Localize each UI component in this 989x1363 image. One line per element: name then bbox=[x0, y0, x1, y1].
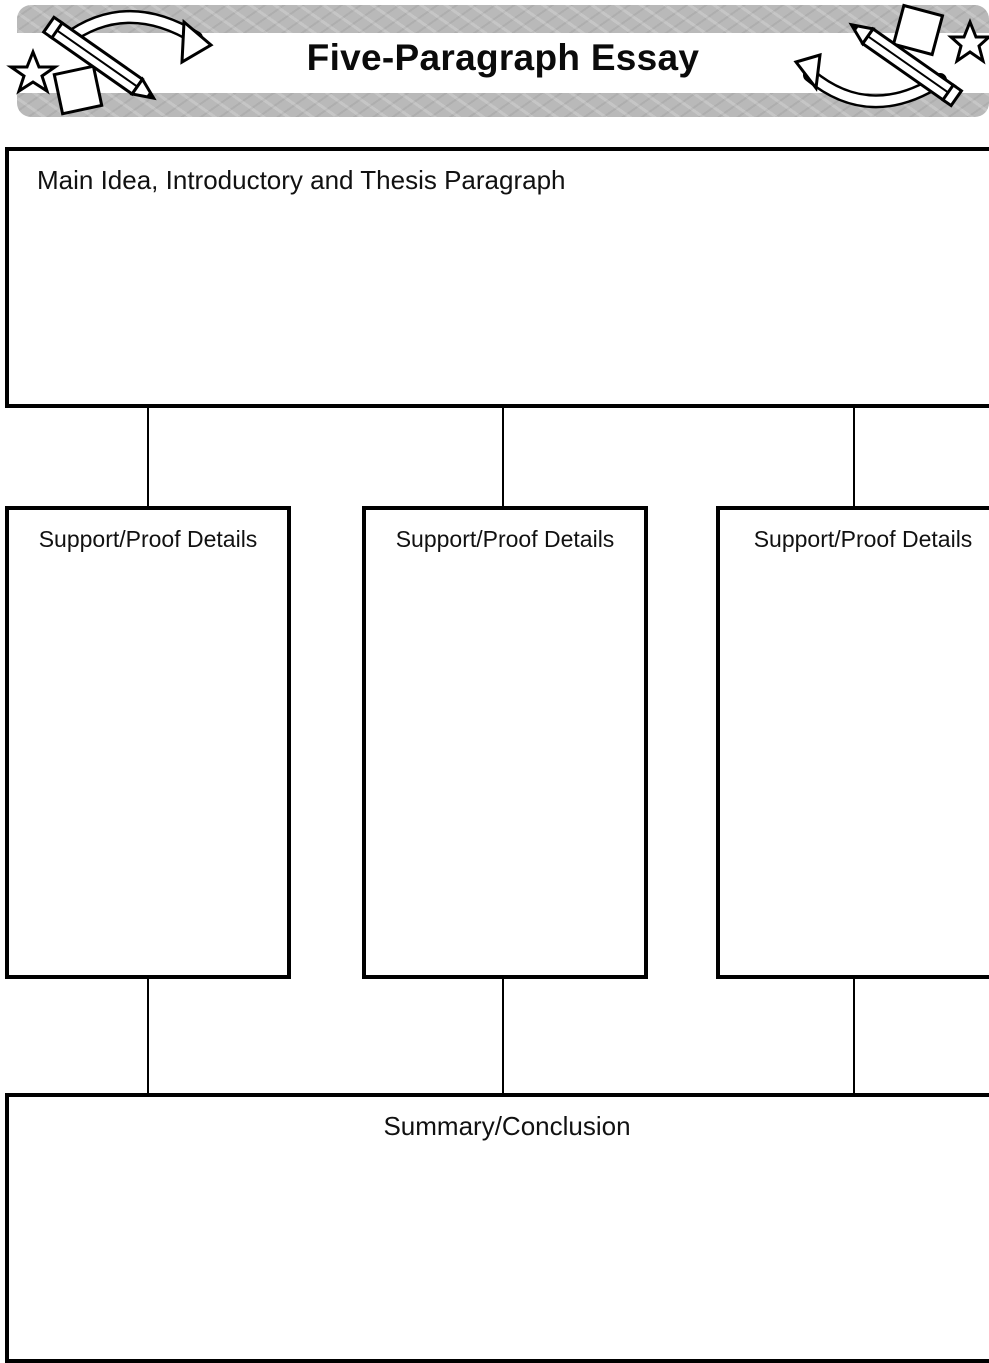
support-label: Support/Proof Details bbox=[395, 526, 615, 552]
support-box-2[interactable]: Support/Proof Details bbox=[362, 506, 648, 979]
main-idea-label: Main Idea, Introductory and Thesis Parag… bbox=[37, 165, 566, 195]
support-box-1[interactable]: Support/Proof Details bbox=[5, 506, 291, 979]
main-idea-box[interactable]: Main Idea, Introductory and Thesis Parag… bbox=[5, 147, 989, 408]
summary-label: Summary/Conclusion bbox=[383, 1111, 631, 1141]
page-title: Five-Paragraph Essay bbox=[306, 37, 700, 78]
support-label: Support/Proof Details bbox=[38, 526, 258, 552]
summary-box[interactable]: Summary/Conclusion bbox=[5, 1093, 989, 1363]
connector-line bbox=[147, 979, 149, 1093]
connector-line bbox=[853, 979, 855, 1093]
connector-line bbox=[853, 408, 855, 506]
connector-line bbox=[147, 408, 149, 506]
connector-line bbox=[502, 408, 504, 506]
pencil-star-icon bbox=[6, 10, 214, 116]
support-label: Support/Proof Details bbox=[753, 526, 973, 552]
support-box-3[interactable]: Support/Proof Details bbox=[716, 506, 989, 979]
pencil-star-icon bbox=[793, 3, 989, 109]
connector-line bbox=[502, 979, 504, 1093]
